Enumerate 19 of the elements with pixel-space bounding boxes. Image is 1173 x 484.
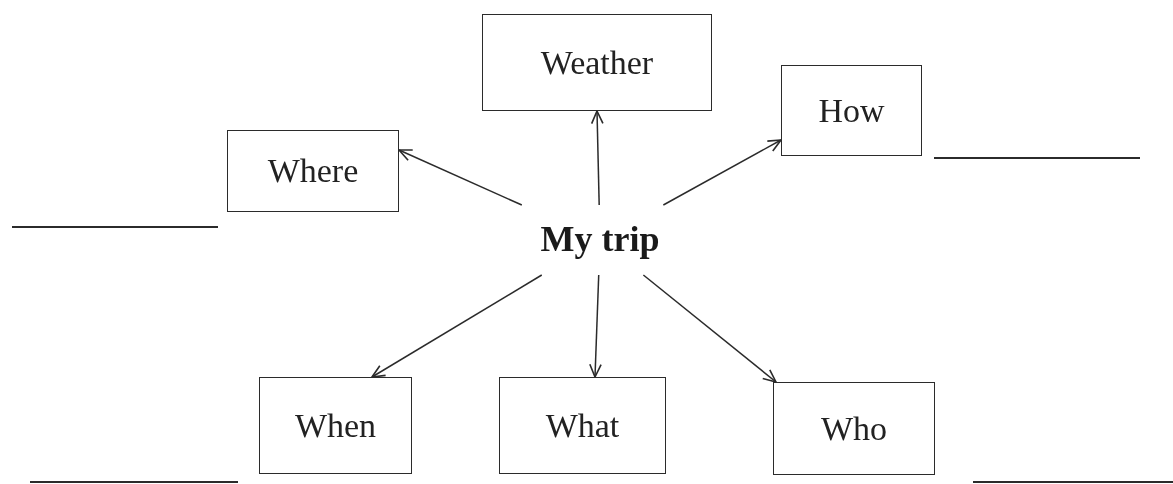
topic-box xyxy=(781,65,922,156)
box-label: When xyxy=(294,406,377,445)
box-label: Weather xyxy=(540,43,654,82)
topic-box xyxy=(773,382,935,475)
box-label: Where xyxy=(267,152,359,190)
topic-box xyxy=(499,377,666,474)
box-label: What xyxy=(545,406,620,445)
arrow xyxy=(398,149,523,206)
arrow xyxy=(371,274,543,378)
topic-box xyxy=(482,14,712,111)
arrow xyxy=(590,110,604,206)
box-label: How xyxy=(818,91,885,130)
topic-box xyxy=(227,130,399,212)
central-topic: My trip xyxy=(540,220,660,260)
arrow xyxy=(662,139,782,206)
arrow xyxy=(642,274,777,383)
topic-box xyxy=(259,377,412,474)
box-label: Who xyxy=(820,409,888,448)
arrow xyxy=(589,274,602,378)
